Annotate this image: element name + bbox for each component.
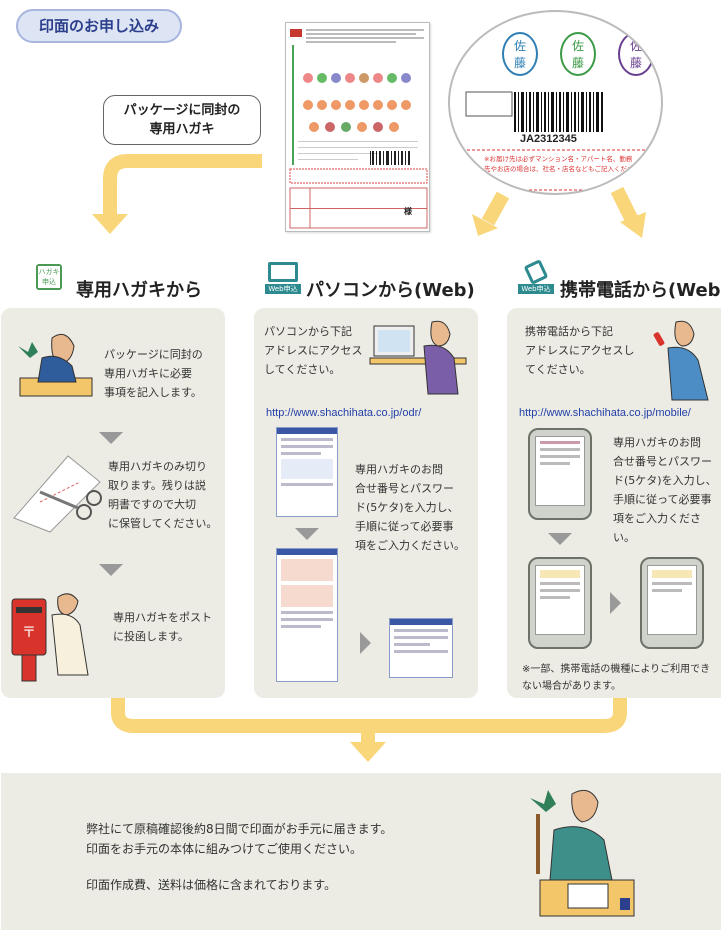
mobile-step-line-5: 項をご入力ください。 bbox=[613, 512, 701, 544]
pc-step-line-4: 手順に従って必要事 bbox=[355, 520, 454, 533]
stamp-circle-3: 佐 藤 bbox=[618, 32, 654, 76]
zoom-address-notice: ※お届け先は必ずマンション名・アパート名、勤務先やお店の場合は、社名・店名なども… bbox=[484, 155, 634, 183]
arrow-down-icon bbox=[295, 528, 319, 540]
pc-web-badge-icon: Web申込 bbox=[265, 262, 301, 298]
postcard-badge-line2: 申込 bbox=[42, 278, 56, 286]
pc-intro-line-3: してください。 bbox=[264, 363, 341, 376]
postcard-step-2-line-1: 専用ハガキのみ切り bbox=[108, 460, 207, 473]
pc-intro: パソコンから下記 アドレスにアクセス してください。 bbox=[264, 322, 362, 379]
heading-pc: パソコンから(Web) bbox=[306, 280, 475, 301]
delivery-info-line-1: 弊社にて原稿確認後約8日間で印面がお手元に届きます。 bbox=[86, 822, 393, 836]
pc-step: 専用ハガキのお問 合せ番号とパスワー ド(5ケタ)を入力し、 手順に従って必要事… bbox=[355, 460, 465, 555]
arrow-down-icon bbox=[548, 533, 572, 545]
mobile-phone-screen-3 bbox=[640, 557, 704, 649]
mobile-phone-screen-2 bbox=[528, 557, 592, 649]
postcard-illustration: 様 bbox=[285, 22, 430, 232]
mobile-step-line-3: ド(5ケタ)を入力し、 bbox=[613, 474, 717, 487]
postcard-form-graphic bbox=[289, 29, 428, 229]
pc-intro-line-2: アドレスにアクセス bbox=[264, 344, 363, 357]
page-title: 印面のお申し込み bbox=[16, 9, 182, 43]
stamp-1-top: 佐 bbox=[513, 39, 526, 53]
postcard-step-3-line-2: に投函します。 bbox=[113, 630, 189, 643]
postcard-step-3-line-1: 専用ハガキをポスト bbox=[113, 611, 212, 624]
postcard-step-3: 専用ハガキをポスト に投函します。 bbox=[113, 608, 212, 646]
postcard-badge-line1: ハガキ bbox=[38, 268, 60, 276]
mobile-step-line-4: 手順に従って必要事 bbox=[613, 493, 712, 506]
postcard-step-1: パッケージに同封の 専用ハガキに必要 事項を記入します。 bbox=[104, 345, 203, 402]
mobile-url-link[interactable]: http://www.shachihata.co.jp/mobile/ bbox=[519, 407, 691, 419]
mobile-step-line-1: 専用ハガキのお問 bbox=[613, 436, 701, 449]
pc-step-line-5: 項をご入力ください。 bbox=[355, 539, 465, 552]
mobile-intro-line-2: アドレスにアクセスし bbox=[525, 344, 635, 357]
stamp-3-bottom: 藤 bbox=[629, 56, 642, 70]
postcard-step-1-line-2: 専用ハガキに必要 bbox=[104, 367, 192, 380]
stamp-circle-2: 佐 藤 bbox=[560, 32, 596, 76]
stamp-2-bottom: 藤 bbox=[571, 56, 584, 70]
heading-postcard: 専用ハガキから bbox=[76, 280, 202, 301]
delivery-info-line-2: 印面をお手元の本体に組みつけてご使用ください。 bbox=[86, 842, 363, 856]
mailbox-illustration: 〒 bbox=[11, 593, 89, 682]
pc-browser-screenshot-1 bbox=[276, 427, 338, 517]
zoom-barcode-code: JA2312345 bbox=[520, 133, 577, 145]
stamp-2-top: 佐 bbox=[571, 39, 584, 53]
man-at-computer-illustration bbox=[369, 320, 467, 395]
heading-mobile: 携帯電話から(Web) bbox=[560, 280, 721, 301]
stamp-3-top: 佐 bbox=[629, 39, 642, 53]
mobile-intro: 携帯電話から下記 アドレスにアクセスし てください。 bbox=[525, 322, 634, 379]
arrow-down-icon bbox=[99, 432, 123, 444]
delivery-info-line-3: 印面作成費、送料は価格に含まれております。 bbox=[86, 878, 337, 892]
postcard-step-2-line-3: 明書ですので大切 bbox=[108, 498, 196, 511]
woman-with-phone-illustration bbox=[653, 320, 709, 401]
arrow-down-icon bbox=[99, 564, 123, 576]
callout-line-2: 専用ハガキ bbox=[149, 122, 215, 137]
pc-badge-label: Web申込 bbox=[265, 284, 301, 294]
postcard-step-2-line-2: 取ります。残りは説 bbox=[108, 479, 206, 492]
pc-intro-line-1: パソコンから下記 bbox=[264, 325, 352, 338]
zoom-barcode-graphic bbox=[461, 91, 661, 191]
pc-step-line-3: ド(5ケタ)を入力し、 bbox=[355, 501, 459, 514]
postcard-step-1-line-1: パッケージに同封の bbox=[104, 348, 203, 361]
mobile-note: ※一部、携帯電話の機種によりご利用でき ない場合があります。 bbox=[522, 661, 718, 695]
pc-browser-screenshot-3 bbox=[389, 618, 453, 678]
stamp-circle-1: 佐 藤 bbox=[502, 32, 538, 76]
postcard-zoom-detail: 佐 藤 佐 藤 佐 藤 JA2312345 ※お届け先は bbox=[448, 10, 663, 195]
mobile-intro-line-3: てください。 bbox=[525, 363, 591, 376]
pc-step-line-2: 合せ番号とパスワー bbox=[355, 482, 454, 495]
callout-line-1: パッケージに同封の bbox=[123, 103, 241, 118]
mobile-intro-line-1: 携帯電話から下記 bbox=[525, 325, 613, 338]
pc-browser-screenshot-2 bbox=[276, 548, 338, 682]
postcard-step-2-line-4: に保管してください。 bbox=[108, 517, 218, 530]
scissors-cutting-illustration bbox=[13, 455, 102, 533]
stamp-1-bottom: 藤 bbox=[513, 56, 526, 70]
postcard-step-1-line-3: 事項を記入します。 bbox=[104, 386, 202, 399]
postcard-seal-label: 様 bbox=[404, 207, 412, 216]
mobile-note-line-2: ない場合があります。 bbox=[522, 681, 621, 692]
arrow-right-icon bbox=[360, 632, 371, 654]
mobile-note-line-1: ※一部、携帯電話の機種によりご利用でき bbox=[522, 664, 711, 675]
postcard-step-2: 専用ハガキのみ切り 取ります。残りは説 明書ですので大切 に保管してください。 bbox=[108, 457, 217, 533]
pc-url-link[interactable]: http://www.shachihata.co.jp/odr/ bbox=[266, 407, 422, 419]
mobile-web-badge-icon: Web申込 bbox=[518, 259, 554, 298]
pc-step-line-1: 専用ハガキのお問 bbox=[355, 463, 443, 476]
mobile-phone-screen-1 bbox=[528, 428, 592, 520]
callout-package-postcard: パッケージに同封の 専用ハガキ bbox=[103, 95, 261, 145]
woman-writing-illustration bbox=[18, 333, 93, 397]
svg-text:〒: 〒 bbox=[22, 625, 36, 641]
mobile-badge-label: Web申込 bbox=[518, 284, 554, 294]
woman-stamping-illustration bbox=[530, 789, 635, 917]
mobile-step-line-2: 合せ番号とパスワー bbox=[613, 455, 712, 468]
mobile-step: 専用ハガキのお問 合せ番号とパスワー ド(5ケタ)を入力し、 手順に従って必要事… bbox=[613, 433, 721, 547]
arrow-right-icon bbox=[610, 592, 621, 614]
postcard-apply-badge-icon: ハガキ 申込 bbox=[36, 264, 62, 290]
